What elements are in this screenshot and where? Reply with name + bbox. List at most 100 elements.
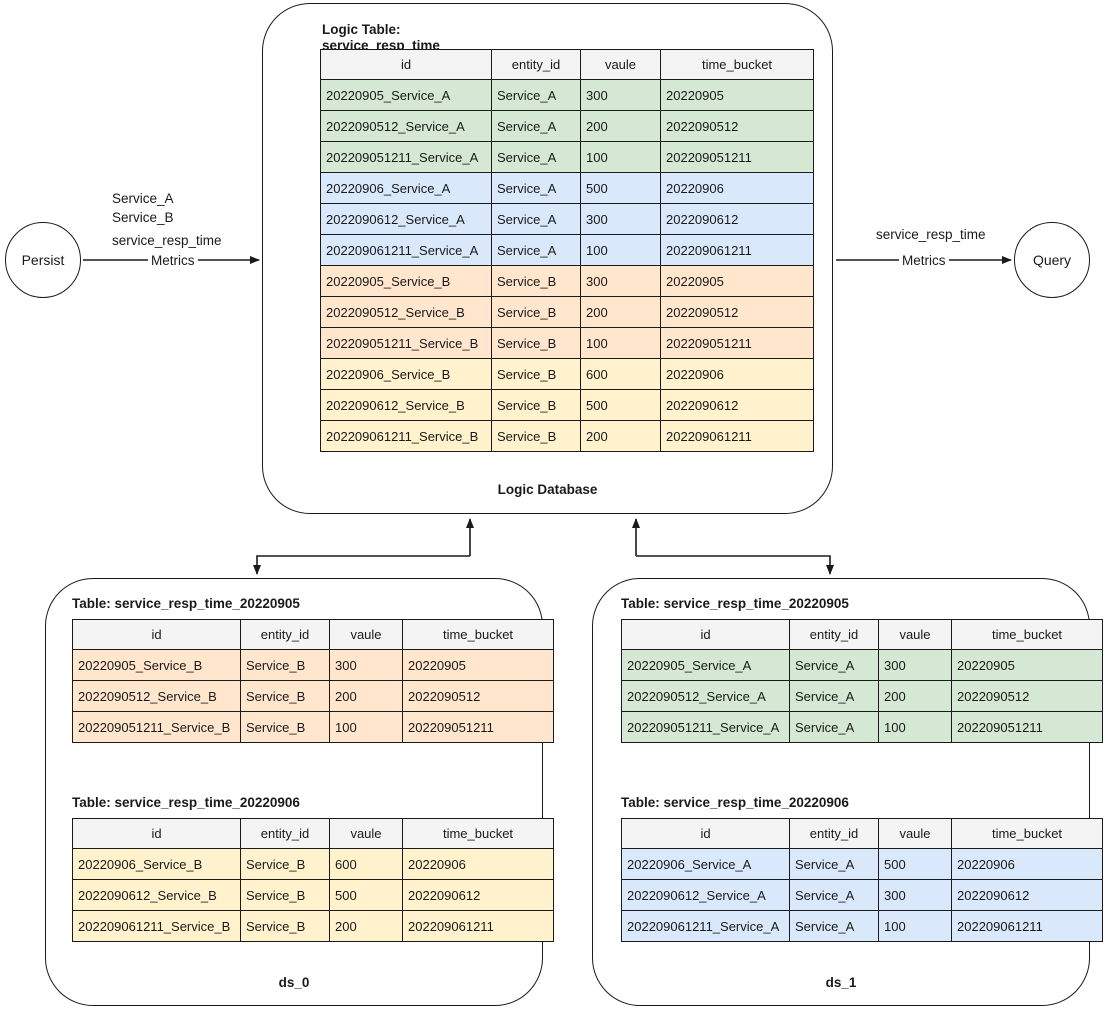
cell-time-bucket: 202209061211 (951, 910, 1103, 942)
cell-entity-id: Service_A (789, 711, 879, 743)
cell-entity-id: Service_A (491, 79, 581, 111)
cell-vaule: 100 (878, 910, 952, 942)
cell-id: 202209051211_Service_A (320, 141, 492, 173)
cell-id: 20220906_Service_B (72, 848, 241, 880)
cell-vaule: 100 (878, 711, 952, 743)
cell-vaule: 200 (878, 680, 952, 712)
cell-id: 20220906_Service_A (621, 848, 790, 880)
cell-vaule: 300 (580, 265, 661, 297)
column-header-time-bucket: time_bucket (951, 818, 1103, 849)
cell-id: 202209051211_Service_B (320, 327, 492, 359)
cell-time-bucket: 20220906 (402, 848, 554, 880)
column-header-id: id (621, 619, 790, 650)
ds0-table-20220905: id entity_id vaule time_bucket 20220905_… (72, 619, 554, 743)
cell-entity-id: Service_A (491, 172, 581, 204)
cell-entity-id: Service_A (789, 910, 879, 942)
cell-vaule: 500 (329, 879, 403, 911)
cell-vaule: 200 (580, 296, 661, 328)
column-header-entity-id: entity_id (240, 818, 330, 849)
cell-time-bucket: 20220905 (402, 649, 554, 681)
cell-id: 2022090512_Service_A (320, 110, 492, 142)
table-header-row: id entity_id vaule time_bucket (72, 619, 554, 650)
cell-entity-id: Service_B (240, 848, 330, 880)
cell-id: 20220906_Service_A (320, 172, 492, 204)
cell-time-bucket: 2022090612 (660, 203, 814, 235)
ds0-table1-heading: Table: service_resp_time_20220905 (72, 596, 300, 611)
column-header-time-bucket: time_bucket (402, 818, 554, 849)
cell-vaule: 500 (580, 172, 661, 204)
cell-time-bucket: 2022090612 (951, 879, 1103, 911)
column-header-vaule: vaule (329, 818, 403, 849)
edge-label-service-a: Service_A (112, 191, 174, 206)
cell-vaule: 100 (580, 327, 661, 359)
cell-id: 202209051211_Service_B (72, 711, 241, 743)
cell-time-bucket: 2022090512 (951, 680, 1103, 712)
cell-time-bucket: 202209051211 (660, 141, 814, 173)
cell-vaule: 300 (878, 879, 952, 911)
persist-node[interactable]: Persist (5, 222, 81, 298)
cell-id: 202209061211_Service_B (320, 420, 492, 452)
query-node-label: Query (1032, 252, 1072, 268)
cell-vaule: 300 (580, 203, 661, 235)
cell-time-bucket: 2022090612 (402, 879, 554, 911)
cell-entity-id: Service_B (240, 879, 330, 911)
shard-label-ds1: ds_1 (825, 975, 857, 990)
edge-logicdb-to-ds0 (253, 555, 470, 575)
cell-time-bucket: 2022090512 (660, 110, 814, 142)
cell-time-bucket: 20220905 (951, 649, 1103, 681)
cell-time-bucket: 202209061211 (660, 234, 814, 266)
table-header-row: id entity_id vaule time_bucket (72, 818, 554, 849)
cell-time-bucket: 2022090612 (660, 389, 814, 421)
edge-label-service-resp-time-right: service_resp_time (876, 227, 986, 242)
ds0-table-20220906: id entity_id vaule time_bucket 20220906_… (72, 818, 554, 942)
cell-id: 20220905_Service_A (320, 79, 492, 111)
column-header-entity-id: entity_id (789, 818, 879, 849)
column-header-time-bucket: time_bucket (402, 619, 554, 650)
cell-time-bucket: 20220905 (660, 79, 814, 111)
cell-id: 2022090512_Service_B (72, 680, 241, 712)
column-header-vaule: vaule (580, 49, 661, 80)
cell-id: 2022090512_Service_B (320, 296, 492, 328)
cell-id: 20220905_Service_B (320, 265, 492, 297)
table-header-row: id entity_id vaule time_bucket (621, 619, 1103, 650)
cell-entity-id: Service_B (240, 910, 330, 942)
cell-entity-id: Service_A (789, 848, 879, 880)
cell-time-bucket: 202209051211 (402, 711, 554, 743)
cell-vaule: 300 (329, 649, 403, 681)
edge-logicdb-to-ds1 (636, 555, 834, 575)
ds1-table-20220905: id entity_id vaule time_bucket 20220905_… (621, 619, 1103, 743)
cell-time-bucket: 20220906 (951, 848, 1103, 880)
logic-table: id entity_id vaule time_bucket 20220905_… (320, 49, 814, 452)
cell-time-bucket: 202209051211 (951, 711, 1103, 743)
cell-entity-id: Service_B (491, 296, 581, 328)
query-node[interactable]: Query (1014, 222, 1090, 298)
cell-time-bucket: 202209061211 (402, 910, 554, 942)
cell-vaule: 300 (878, 649, 952, 681)
cell-vaule: 500 (580, 389, 661, 421)
cell-vaule: 100 (580, 234, 661, 266)
cell-vaule: 100 (329, 711, 403, 743)
cell-time-bucket: 202209061211 (660, 420, 814, 452)
cell-vaule: 100 (580, 141, 661, 173)
edge-label-metrics-left: Metrics (148, 251, 198, 270)
cell-vaule: 200 (580, 110, 661, 142)
column-header-vaule: vaule (878, 619, 952, 650)
column-header-entity-id: entity_id (240, 619, 330, 650)
column-header-vaule: vaule (878, 818, 952, 849)
